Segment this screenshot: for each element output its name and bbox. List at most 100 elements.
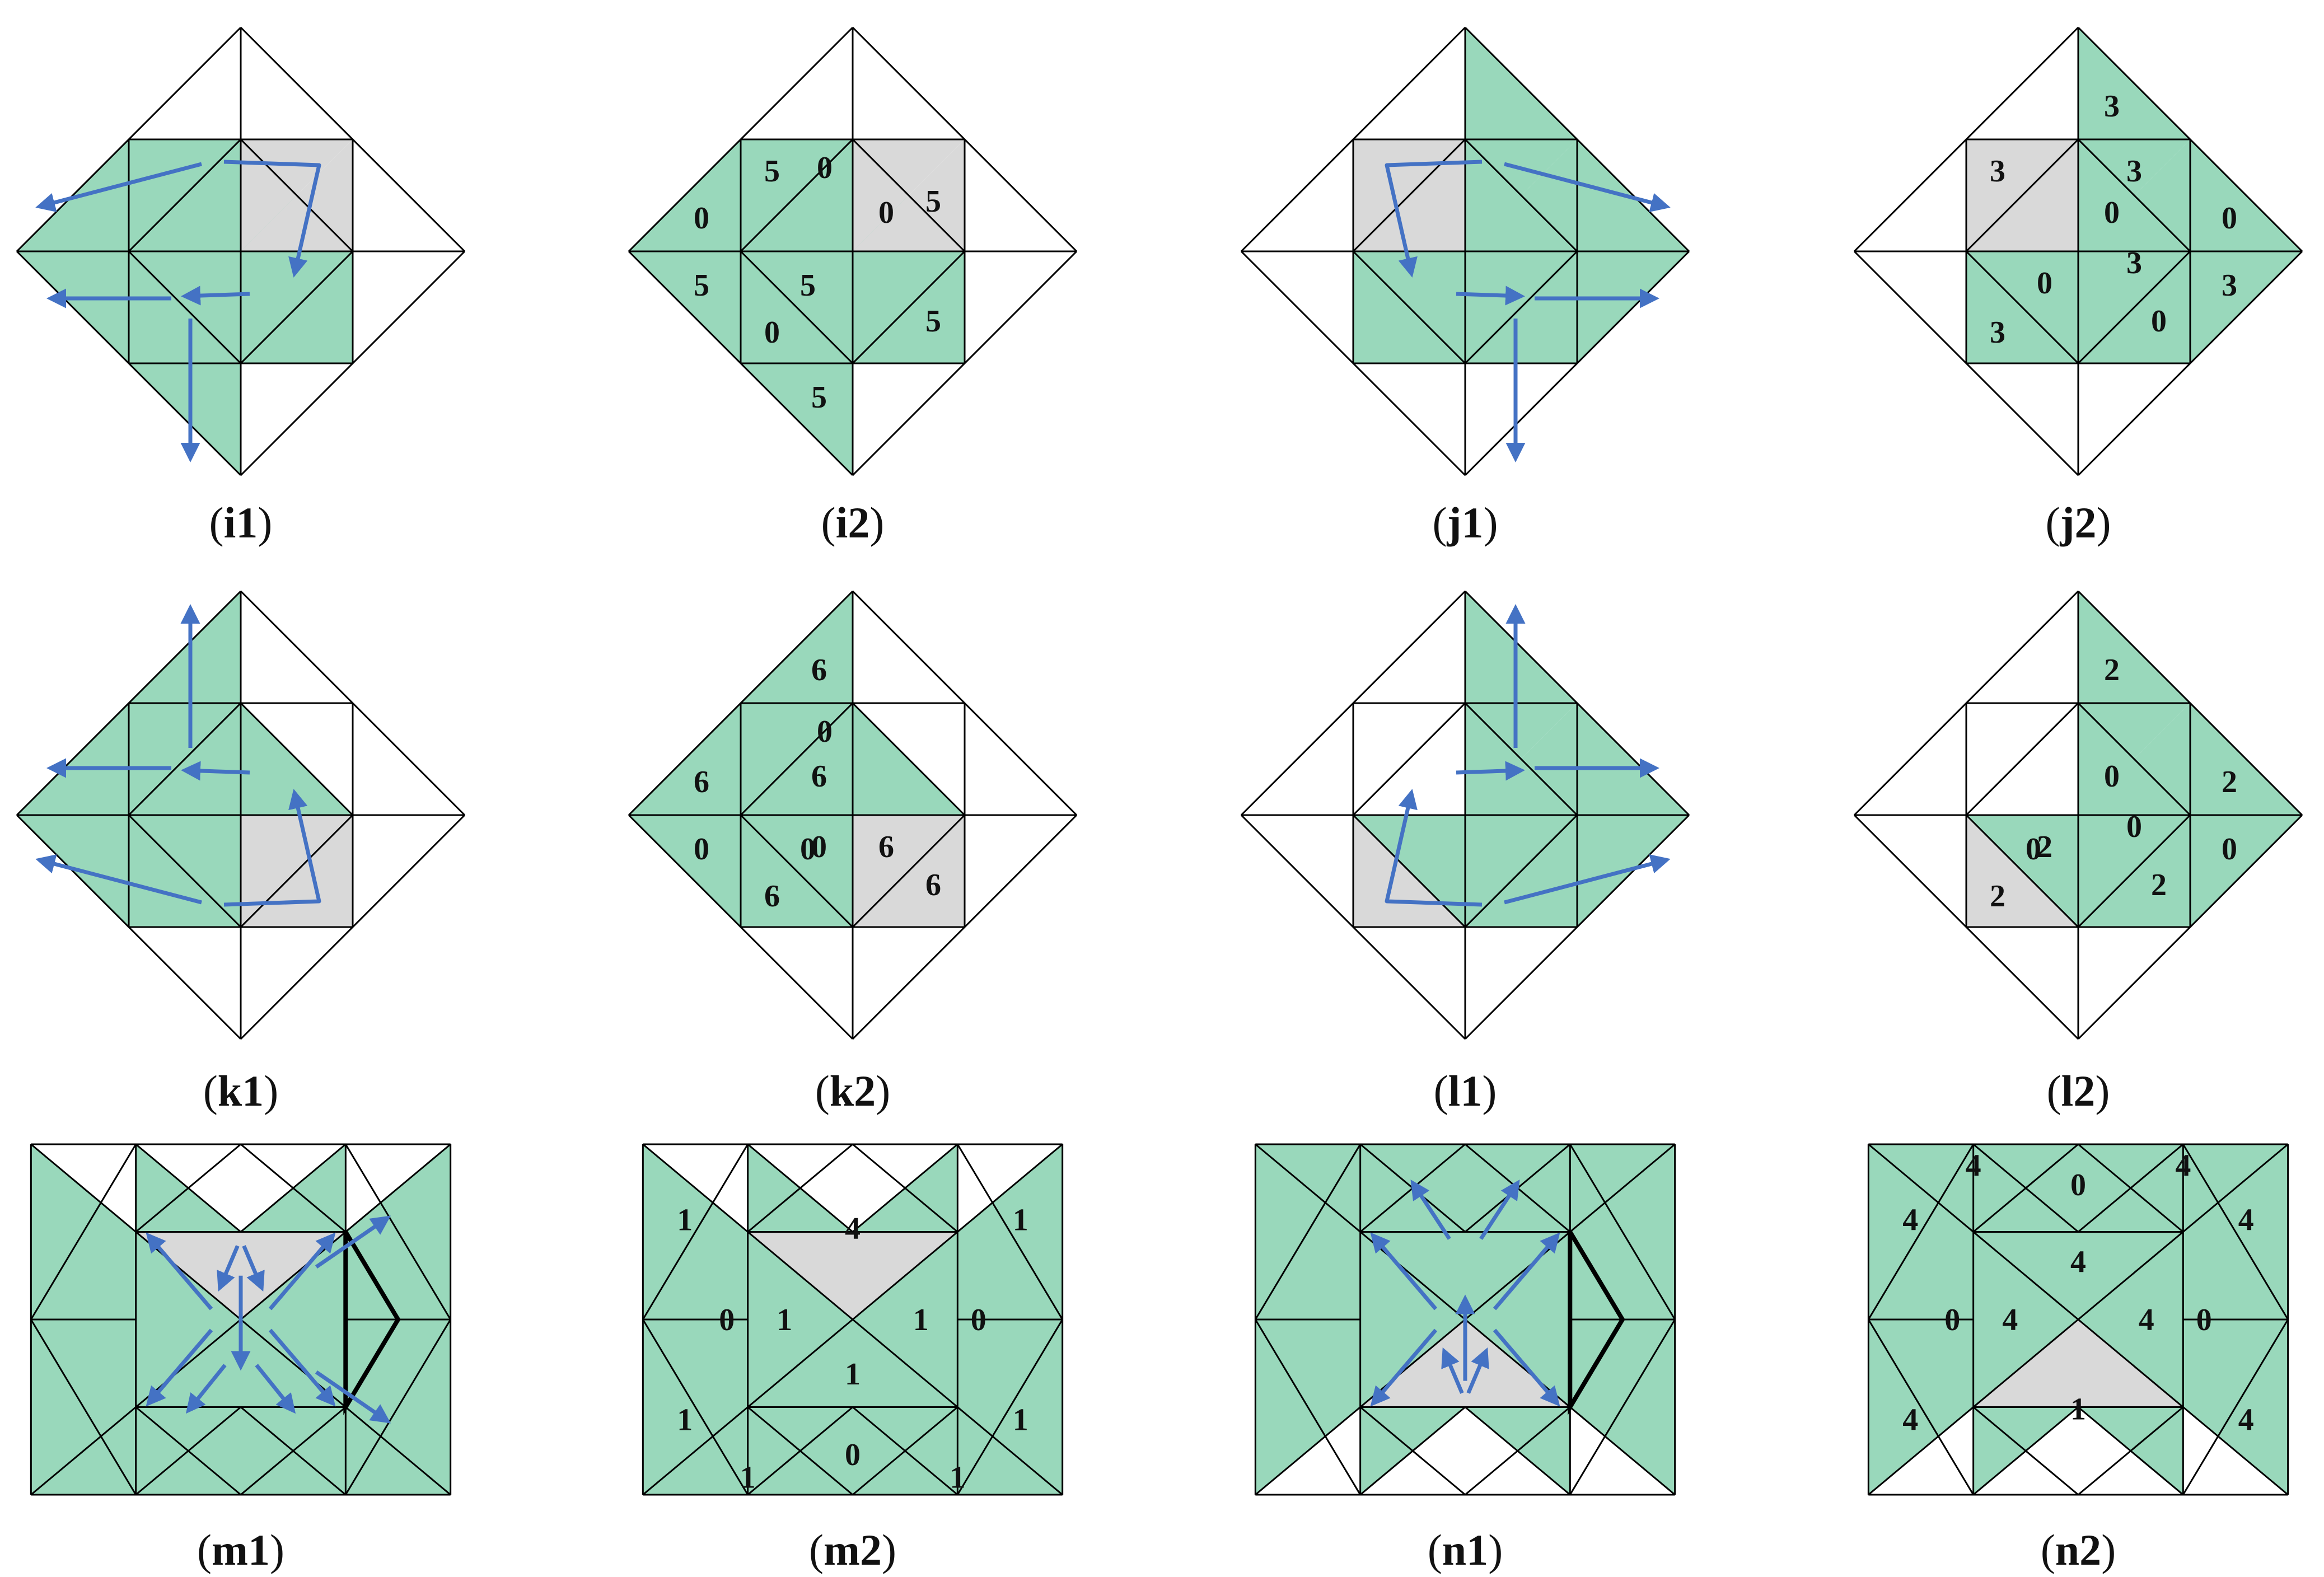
panel-caption: (k2) [815, 1066, 890, 1115]
grid-line [1352, 250, 1466, 364]
cell-value: 0 [694, 832, 709, 867]
cell-value: 5 [811, 380, 827, 415]
grid-line [2077, 138, 2191, 252]
grid-line [852, 1406, 958, 1496]
cell-value: 2 [2222, 765, 2237, 799]
cell-value: 3 [2126, 246, 2142, 280]
caption-id: k2 [830, 1066, 876, 1115]
grid-line [1465, 1406, 1571, 1496]
white-region [747, 1144, 958, 1232]
cell-value: 6 [925, 868, 941, 902]
caption-id: i2 [836, 498, 870, 547]
grid-line [135, 1143, 241, 1233]
cell-value: 2 [2151, 868, 2167, 902]
grid-line [1464, 138, 1578, 252]
panel-caption: (m2) [809, 1525, 896, 1574]
cell-value: 0 [2104, 759, 2120, 794]
cell-value: 1 [845, 1357, 861, 1392]
flow-arrow [181, 761, 250, 781]
cell-value: 4 [1902, 1203, 1918, 1238]
cell-value: 0 [800, 832, 816, 867]
panel-caption: (k1) [203, 1066, 278, 1115]
grid-line [135, 1406, 241, 1496]
flow-arrow [35, 854, 202, 905]
cell-value: 0 [694, 201, 709, 236]
caption-id: j2 [2060, 498, 2097, 547]
cell-value: 3 [1990, 154, 2005, 189]
cell-value: 2 [2037, 830, 2052, 864]
cell-value: 4 [2238, 1203, 2254, 1238]
cell-value: 4 [1902, 1402, 1918, 1437]
cell-value: 0 [719, 1303, 735, 1337]
grid-line [240, 702, 354, 816]
flow-arrow [1370, 1328, 1438, 1407]
panel-i1: (i1) [16, 26, 466, 547]
cell-value: 0 [817, 151, 833, 185]
cell-value: 5 [925, 184, 941, 219]
flow-arrow [146, 1328, 213, 1407]
panel-caption: (l1) [1434, 1066, 1497, 1115]
cell-value: 1 [677, 1402, 693, 1437]
grid-line [1255, 1144, 1361, 1320]
cell-value: 2 [2037, 830, 2052, 864]
cell-value: 6 [811, 759, 827, 794]
grid-line [1965, 702, 2079, 816]
grid-line [852, 814, 966, 928]
gray-region [747, 1232, 958, 1319]
flow-arrow [268, 1328, 336, 1407]
grid-line [957, 1319, 1063, 1495]
cell-value: 1 [677, 1203, 693, 1238]
caption-id: l1 [1448, 1066, 1483, 1115]
flow-arrow [1456, 286, 1525, 306]
flow-arrow [315, 1215, 391, 1269]
grid-line [128, 814, 242, 928]
grid-line [740, 702, 854, 816]
cell-value: 0 [817, 714, 833, 749]
flow-arrow [1493, 1328, 1560, 1407]
cell-value: 5 [925, 304, 941, 339]
grid-line [852, 702, 966, 816]
cell-value: 4 [845, 1211, 861, 1246]
grid-line [240, 814, 354, 928]
grid-line [128, 138, 242, 252]
cell-value: 3 [2222, 268, 2237, 303]
grid-line [852, 1143, 958, 1233]
caption-id: j1 [1447, 498, 1484, 547]
grid-line [30, 1319, 137, 1495]
caption-id: m2 [824, 1525, 882, 1574]
cell-value: 0 [2037, 266, 2052, 301]
flow-arrow [1385, 160, 1483, 278]
grid-line [1352, 138, 1466, 252]
grid-line [1965, 250, 2079, 364]
flow-arrow [315, 1370, 391, 1424]
flow-arrow [1466, 1347, 1489, 1394]
flow-arrow [1410, 1180, 1451, 1240]
cell-value: 2 [2104, 653, 2120, 687]
panel-caption: (n1) [1428, 1525, 1503, 1574]
cell-value: 5 [764, 154, 780, 189]
cell-value: 1 [950, 1461, 965, 1495]
caption-id: l2 [2061, 1066, 2096, 1115]
grid-line [240, 138, 354, 252]
grid-line [1965, 814, 2079, 928]
panel-k1: (k1) [16, 590, 466, 1115]
flow-arrow [1456, 761, 1525, 781]
grid-line [747, 1406, 853, 1496]
grid-line [740, 138, 854, 252]
flow-arrow [268, 1232, 336, 1311]
flow-arrow [223, 160, 321, 278]
cell-value: 4 [2238, 1402, 2254, 1437]
grid-line [740, 814, 854, 928]
grid-line [128, 702, 242, 816]
panel-caption: (j1) [1433, 498, 1498, 547]
grid-line [2078, 1143, 2184, 1233]
cell-value: 0 [878, 195, 894, 230]
grid-line [240, 1406, 347, 1496]
cell-value: 3 [2104, 89, 2120, 124]
flow-arrow [185, 1364, 227, 1414]
panel-caption: (i2) [821, 498, 885, 547]
cell-value: 1 [913, 1303, 929, 1337]
